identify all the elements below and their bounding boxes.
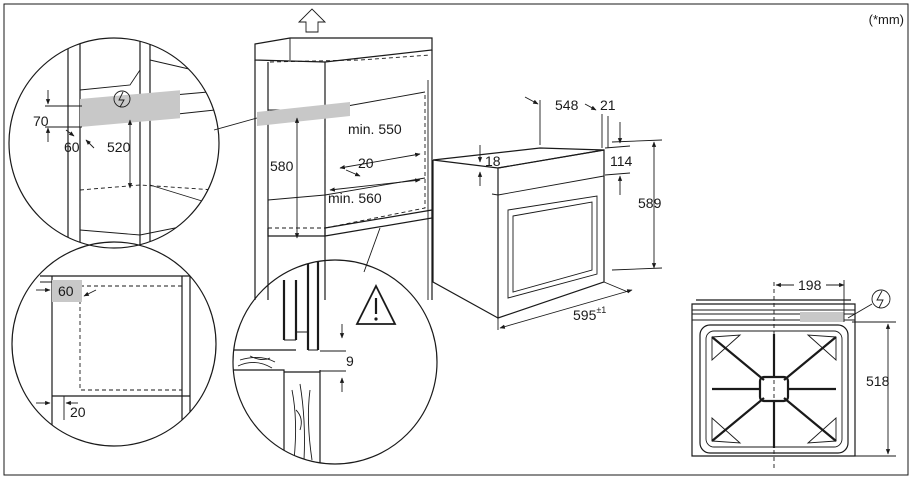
up-arrow-icon [297,8,327,33]
cabinet-drawing: min. 550 580 20 min. 560 [213,8,433,300]
units-note: (*mm) [869,12,904,27]
dim-114: 114 [610,153,633,169]
dim-60-bottom: 60 [58,283,74,299]
electrical-zone [257,102,350,126]
dim-198: 198 [798,277,822,293]
dim-518: 518 [866,373,890,389]
outer-frame [3,3,909,476]
dim-70: 70 [33,113,49,129]
dim-21: 21 [600,97,616,113]
dim-580: 580 [270,158,294,174]
dim-min-560: min. 560 [328,190,382,206]
dim-9: 9 [346,353,354,369]
dim-548: 548 [555,97,579,113]
dim-60-top: 60 [64,139,80,155]
detail-electrical-zone [80,90,180,128]
electrical-connection-icon [113,90,131,108]
dim-20-bottom: 20 [70,404,86,420]
warning-triangle-icon [355,283,397,325]
detail-bottom-circle: 60 20 [11,241,217,447]
detail-bottom-zone [52,280,82,302]
dim-595-tolerance: ±1 [596,305,606,315]
oven-drawing: 548 21 114 18 589 595±1 [432,96,663,330]
detail-floor-circle: 9 [232,227,438,465]
dim-20-cabinet: 20 [358,155,374,171]
dim-18: 18 [485,153,501,169]
dim-min-550: min. 550 [348,121,402,137]
detail-top-circle: 70 60 520 [8,37,220,249]
hob-electrical-connection-icon [871,289,891,309]
dim-595: 595±1 [573,305,606,323]
dim-589: 589 [638,195,662,211]
dim-595-value: 595 [573,307,597,323]
dim-520: 520 [107,139,131,155]
hob-drawing: 198 518 [691,277,896,470]
